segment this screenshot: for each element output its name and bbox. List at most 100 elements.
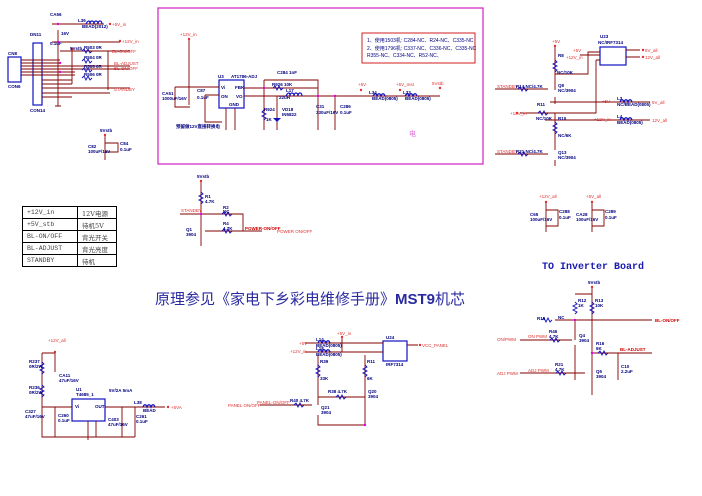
connector-cn8 (7, 56, 22, 83)
net-on-pwm: ON PWM (528, 334, 547, 339)
label-u24-part: IRF7314 (386, 362, 404, 367)
label-l17: L17 (286, 88, 294, 93)
label-q1-value: 3904 (186, 232, 197, 237)
label-l34: L34 (369, 90, 377, 95)
connector-block: CA56 DN11 L36 BEAD(2012) +5V_in 0.1uF 16… (7, 12, 139, 160)
net-12v-in: +12V_in (290, 349, 307, 354)
label-r11: R11 (367, 359, 376, 364)
ldo-block: +12V_all R237 0R/2W R236 0R/2W CA11 47uF… (25, 338, 182, 440)
signal-name: +12V_in (22, 206, 78, 219)
label-l4: L4 (617, 114, 623, 119)
label-c261-value: 0.1uF (136, 419, 148, 424)
label-q4-value: 3904 (579, 338, 590, 343)
net-adj-pwm: ADJ PWM (528, 368, 549, 373)
label-q13-value: NC/3904 (558, 155, 576, 160)
mark-text: 电 (409, 129, 416, 138)
power-control-block: 5Vstb R1 4.7K STANDBY R2 NC R4 4.7K Q1 3… (180, 174, 312, 246)
label-l4-value: BEAD(0805) (617, 120, 643, 125)
label-l18: L18 (316, 346, 324, 351)
label-c65: C65 (530, 212, 539, 217)
label-r13-value: 10K (595, 303, 604, 308)
label-l33-value: BEAD(0805) (405, 96, 431, 101)
net-12v-all: +12V_all (48, 338, 66, 343)
label-c288-value: 0.1uF (559, 215, 571, 220)
label-q21: Q21 (321, 405, 330, 410)
label-u3-part: AT1786-ADJ (231, 74, 258, 79)
label-r21: R21 (555, 362, 564, 367)
label-r13: R13 (595, 298, 604, 303)
title-model: MST9 (395, 291, 436, 308)
net-12v-in: +12V_in (566, 55, 583, 60)
label-ca28-value: 100uF/16V (576, 217, 598, 222)
label-bead: BEAD(2012) (82, 24, 108, 29)
signal-desc: 待机 (77, 254, 117, 267)
label-c84-value: 0.1uF (120, 147, 132, 152)
label-r39-value: 33K (320, 376, 329, 381)
label-c284: C284 1nF (277, 70, 297, 75)
label-r503: R503 0R (84, 45, 103, 50)
port-panel-on-off: PANEL ON/OFF (228, 403, 261, 408)
label-dn11: DN11 (30, 32, 42, 37)
label-r506: R506 0R (84, 72, 103, 77)
regulator-block: +12V_in CA51 1000uF/16V C87 0.1uF U3 AT1… (162, 32, 444, 138)
label-u1: U1 (76, 387, 82, 392)
label-u3: U3 (218, 74, 224, 79)
signal-name: +5V_stb (22, 218, 78, 231)
label-r2: R2 (223, 205, 229, 210)
label-q13: Q13 (558, 150, 567, 155)
net-bl-adjust: BL-ADJUST (620, 347, 646, 352)
label-r16: R16 (596, 341, 605, 346)
label-r237: R237 (29, 359, 40, 364)
label-cn8: CN8 (8, 51, 17, 56)
net-12v-in: +12V_in (180, 32, 197, 37)
net-12v-all-2: 12V_all (652, 118, 667, 123)
label-r46-value: 4.7K (549, 334, 559, 339)
pin-vi: Vi (221, 85, 225, 90)
label-r39: R39 (320, 359, 329, 364)
label-u1-part: T4685_1 (76, 392, 94, 397)
note-line-2: 2、使用1796机: C337-NC、C336-NC、C335-NC (367, 45, 477, 52)
label-r40: R40 4.7K (290, 398, 310, 403)
label-c261: C261 (136, 414, 147, 419)
label-r11-value: NC/10K (536, 116, 553, 121)
pin-vo: VO (236, 94, 243, 99)
net-bl-on-off: BL-ON/OFF (112, 49, 136, 54)
label-q8-value: NC/3904 (558, 88, 576, 93)
label-c87-value: 0.1uF (197, 95, 209, 100)
label-q4: Q4 (579, 333, 586, 338)
net-5vstb: 5Vstb (432, 81, 444, 86)
label-q5: Q5 (596, 369, 603, 374)
net-bl-adjust: BL-ADJUST (114, 61, 139, 66)
net-bl-on-off: BL-ON/OFF (655, 318, 680, 323)
label-vd18: VD18 (282, 107, 294, 112)
label-q8: Q8 (558, 83, 565, 88)
label-c286: C286 (340, 104, 351, 109)
label-vd18-value: IN5822 (282, 112, 297, 117)
net-5v: +5V (299, 341, 307, 346)
label-ca51-value: 1000uF/16V (162, 96, 187, 101)
net-12v-all: 12V_all (645, 55, 660, 60)
net-5v-mst: +5V_mst (396, 82, 415, 87)
label-r237-value: 0R/2W (29, 364, 44, 369)
label-l14: L14 (316, 337, 324, 342)
label-c82-value: 100uF/16V (88, 149, 110, 154)
label-r504: R504 0R (84, 55, 103, 60)
label-l38-value: BEAD (143, 408, 157, 413)
signal-desc: 待机5V (77, 218, 117, 231)
label-r21-value: 4.7K (555, 367, 565, 372)
pin-gnd: GND (229, 102, 240, 107)
label-r46: R46 (549, 329, 558, 334)
label-r926: R926 10K (272, 82, 293, 87)
signal-name: BL-ON/OFF (22, 230, 78, 243)
bulk-caps-block: +12V_all +5V_all C65 100uF/16V C288 0.1u… (530, 194, 617, 232)
signal-desc: 背光开关 (77, 230, 117, 243)
label-con6: CON6 (8, 84, 21, 89)
label-c65-value: 100uF/16V (530, 217, 552, 222)
